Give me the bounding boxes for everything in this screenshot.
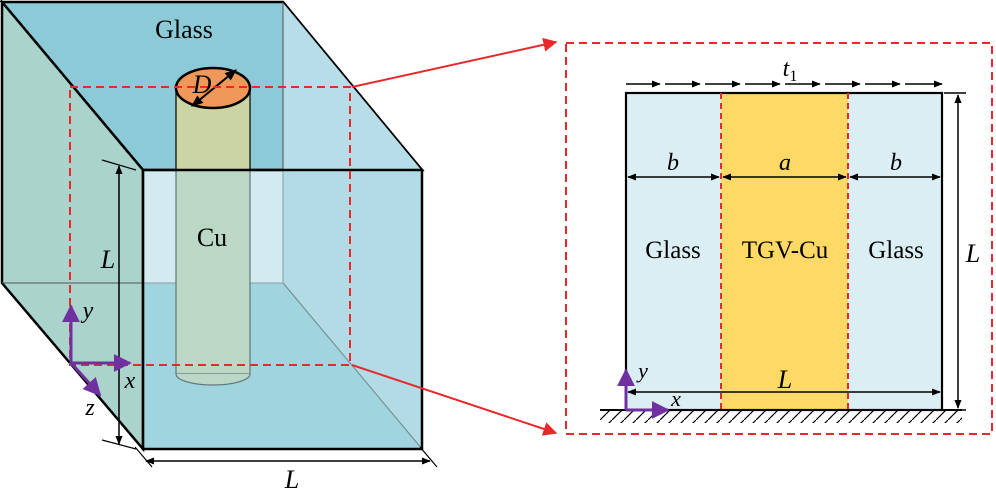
width-a-label: a: [779, 150, 791, 176]
right-axes: [617, 368, 670, 419]
left-width-dimension: [134, 446, 438, 468]
zoom-frame: [565, 42, 993, 435]
glass-right-label: Glass: [868, 237, 924, 264]
zoom-connectors: [351, 37, 558, 436]
left-axis-z: z: [84, 395, 95, 421]
section-height-dimension: [944, 92, 966, 411]
section-base-label: L: [777, 365, 792, 394]
left-axis-x: x: [124, 368, 136, 394]
glass-front-face: [141, 168, 424, 451]
left-height-label: L: [100, 245, 115, 274]
left-height-dimension: [101, 159, 137, 450]
left-width-label: L: [284, 465, 299, 489]
section-height-label: L: [965, 239, 980, 268]
section-2d: [624, 91, 944, 412]
left-cu-label: Cu: [197, 223, 227, 252]
glass-right-region: [848, 93, 942, 410]
width-b-right-label: b: [890, 150, 902, 176]
diameter-label: D: [192, 70, 212, 99]
fixed-support: [600, 409, 962, 423]
core-label: TGV-Cu: [742, 237, 829, 264]
section-plane: [69, 86, 351, 366]
z-axis-arrow: [69, 361, 102, 397]
glass-left-label: Glass: [645, 237, 701, 264]
right-axis-x: x: [670, 386, 681, 411]
traction-label: t1: [783, 56, 798, 85]
glass-left-region: [626, 93, 721, 410]
core-region: [721, 93, 848, 410]
width-b-left-label: b: [667, 150, 679, 176]
left-axes: [62, 304, 132, 397]
left-glass-label: Glass: [155, 15, 213, 44]
left-axis-y: y: [81, 298, 94, 324]
right-axis-y: y: [636, 358, 648, 383]
